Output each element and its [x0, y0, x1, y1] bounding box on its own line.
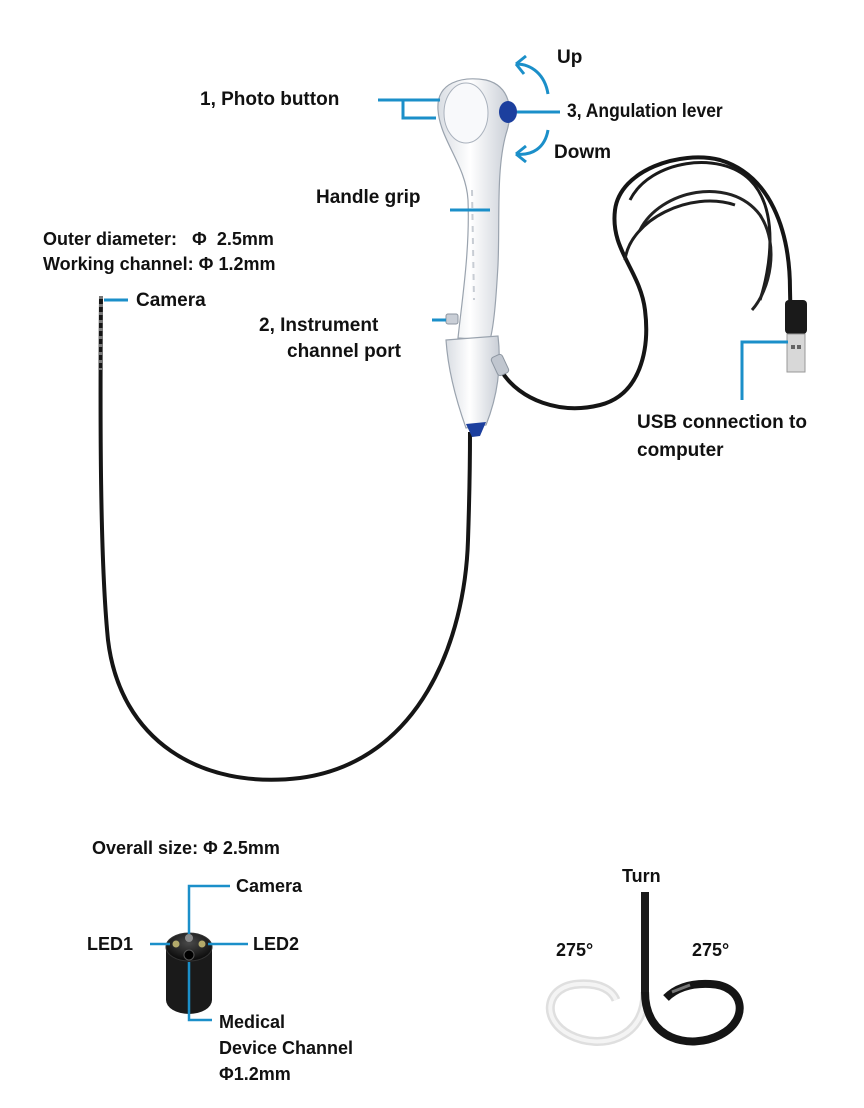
photo-button-shape [443, 82, 489, 144]
down-arrow [515, 129, 550, 156]
usb-plug [785, 300, 807, 373]
channel-label-line3: Φ1.2mm [219, 1064, 291, 1084]
handle [437, 78, 517, 437]
turn-right-angle: 275° [692, 940, 730, 960]
tip-camera-label: Camera [236, 876, 303, 896]
overall-size-label: Overall size: Φ 2.5mm [92, 838, 280, 858]
channel-label-line2: Device Channel [219, 1038, 354, 1058]
handle-grip-label: Handle grip [316, 187, 421, 208]
instrument-port-label-line2: channel port [287, 341, 402, 362]
turn-title: Turn [622, 866, 661, 886]
usb-label-line1: USB connection to [637, 412, 807, 433]
insertion-tube [98, 295, 472, 782]
instrument-port-label-line1: 2, Instrument [259, 315, 379, 336]
angulation-lever-label: 3, Angulation lever [567, 101, 723, 122]
up-arrow [515, 62, 550, 95]
outer-diameter-label: Outer diameter: Φ 2.5mm [43, 229, 274, 249]
led2-label: LED2 [253, 934, 300, 954]
turn-left-angle: 275° [556, 940, 594, 960]
angulation-lever-shape [499, 101, 517, 123]
down-label: Dowm [554, 142, 611, 163]
up-label: Up [557, 47, 583, 68]
photo-button-label: 1, Photo button [200, 89, 340, 110]
channel-label-line1: Medical [219, 1012, 286, 1032]
usb-cable [500, 155, 797, 411]
usb-label-line2: computer [637, 440, 724, 461]
leader-lines [104, 98, 788, 400]
turn-detail [545, 892, 744, 1046]
tip-detail [150, 884, 248, 1022]
working-channel-label: Working channel: Φ 1.2mm [43, 254, 276, 274]
led1-label: LED1 [87, 934, 134, 954]
camera-label: Camera [136, 290, 206, 311]
